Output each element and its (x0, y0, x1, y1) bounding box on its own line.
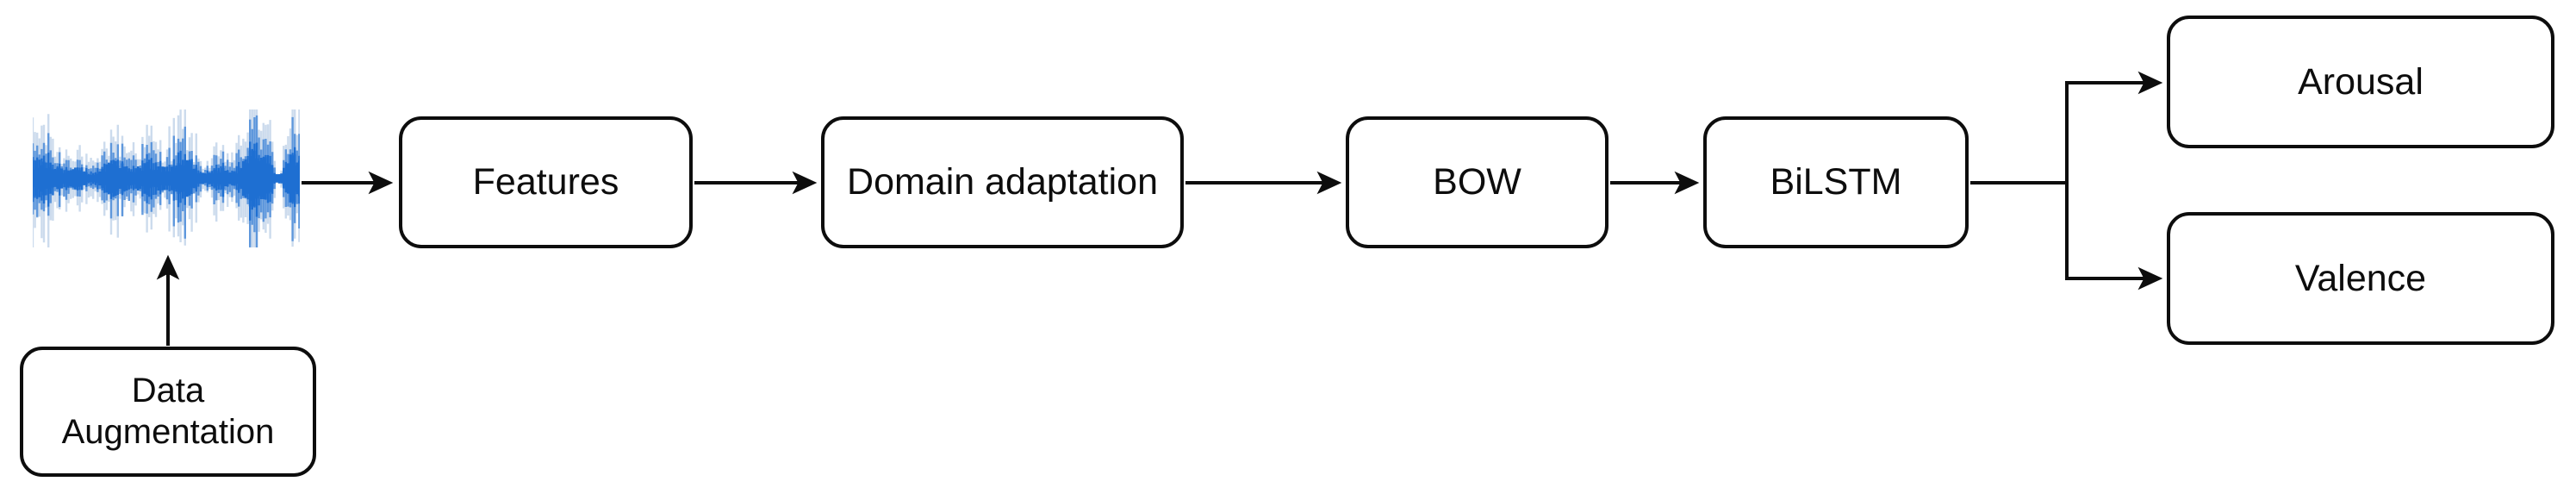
node-data-augmentation-label: Data Augmentation (61, 372, 275, 451)
node-bilstm: BiLSTM (1703, 116, 1969, 248)
node-domain-adaptation: Domain adaptation (821, 116, 1184, 248)
node-data-augmentation: Data Augmentation (20, 347, 316, 477)
edge-bilstm-arousal (1970, 71, 2163, 184)
node-arousal: Arousal (2167, 16, 2554, 148)
node-domain-adaptation-label: Domain adaptation (847, 161, 1158, 203)
node-bow: BOW (1346, 116, 1608, 248)
node-bilstm-label: BiLSTM (1770, 161, 1902, 203)
node-features: Features (399, 116, 693, 248)
node-valence: Valence (2167, 212, 2554, 345)
audio-waveform (33, 109, 300, 247)
node-valence-label: Valence (2294, 257, 2427, 299)
node-features-label: Features (472, 161, 619, 203)
edge-bilstm-valence (2065, 183, 2163, 291)
node-arousal-label: Arousal (2298, 60, 2424, 103)
node-bow-label: BOW (1433, 161, 1521, 203)
